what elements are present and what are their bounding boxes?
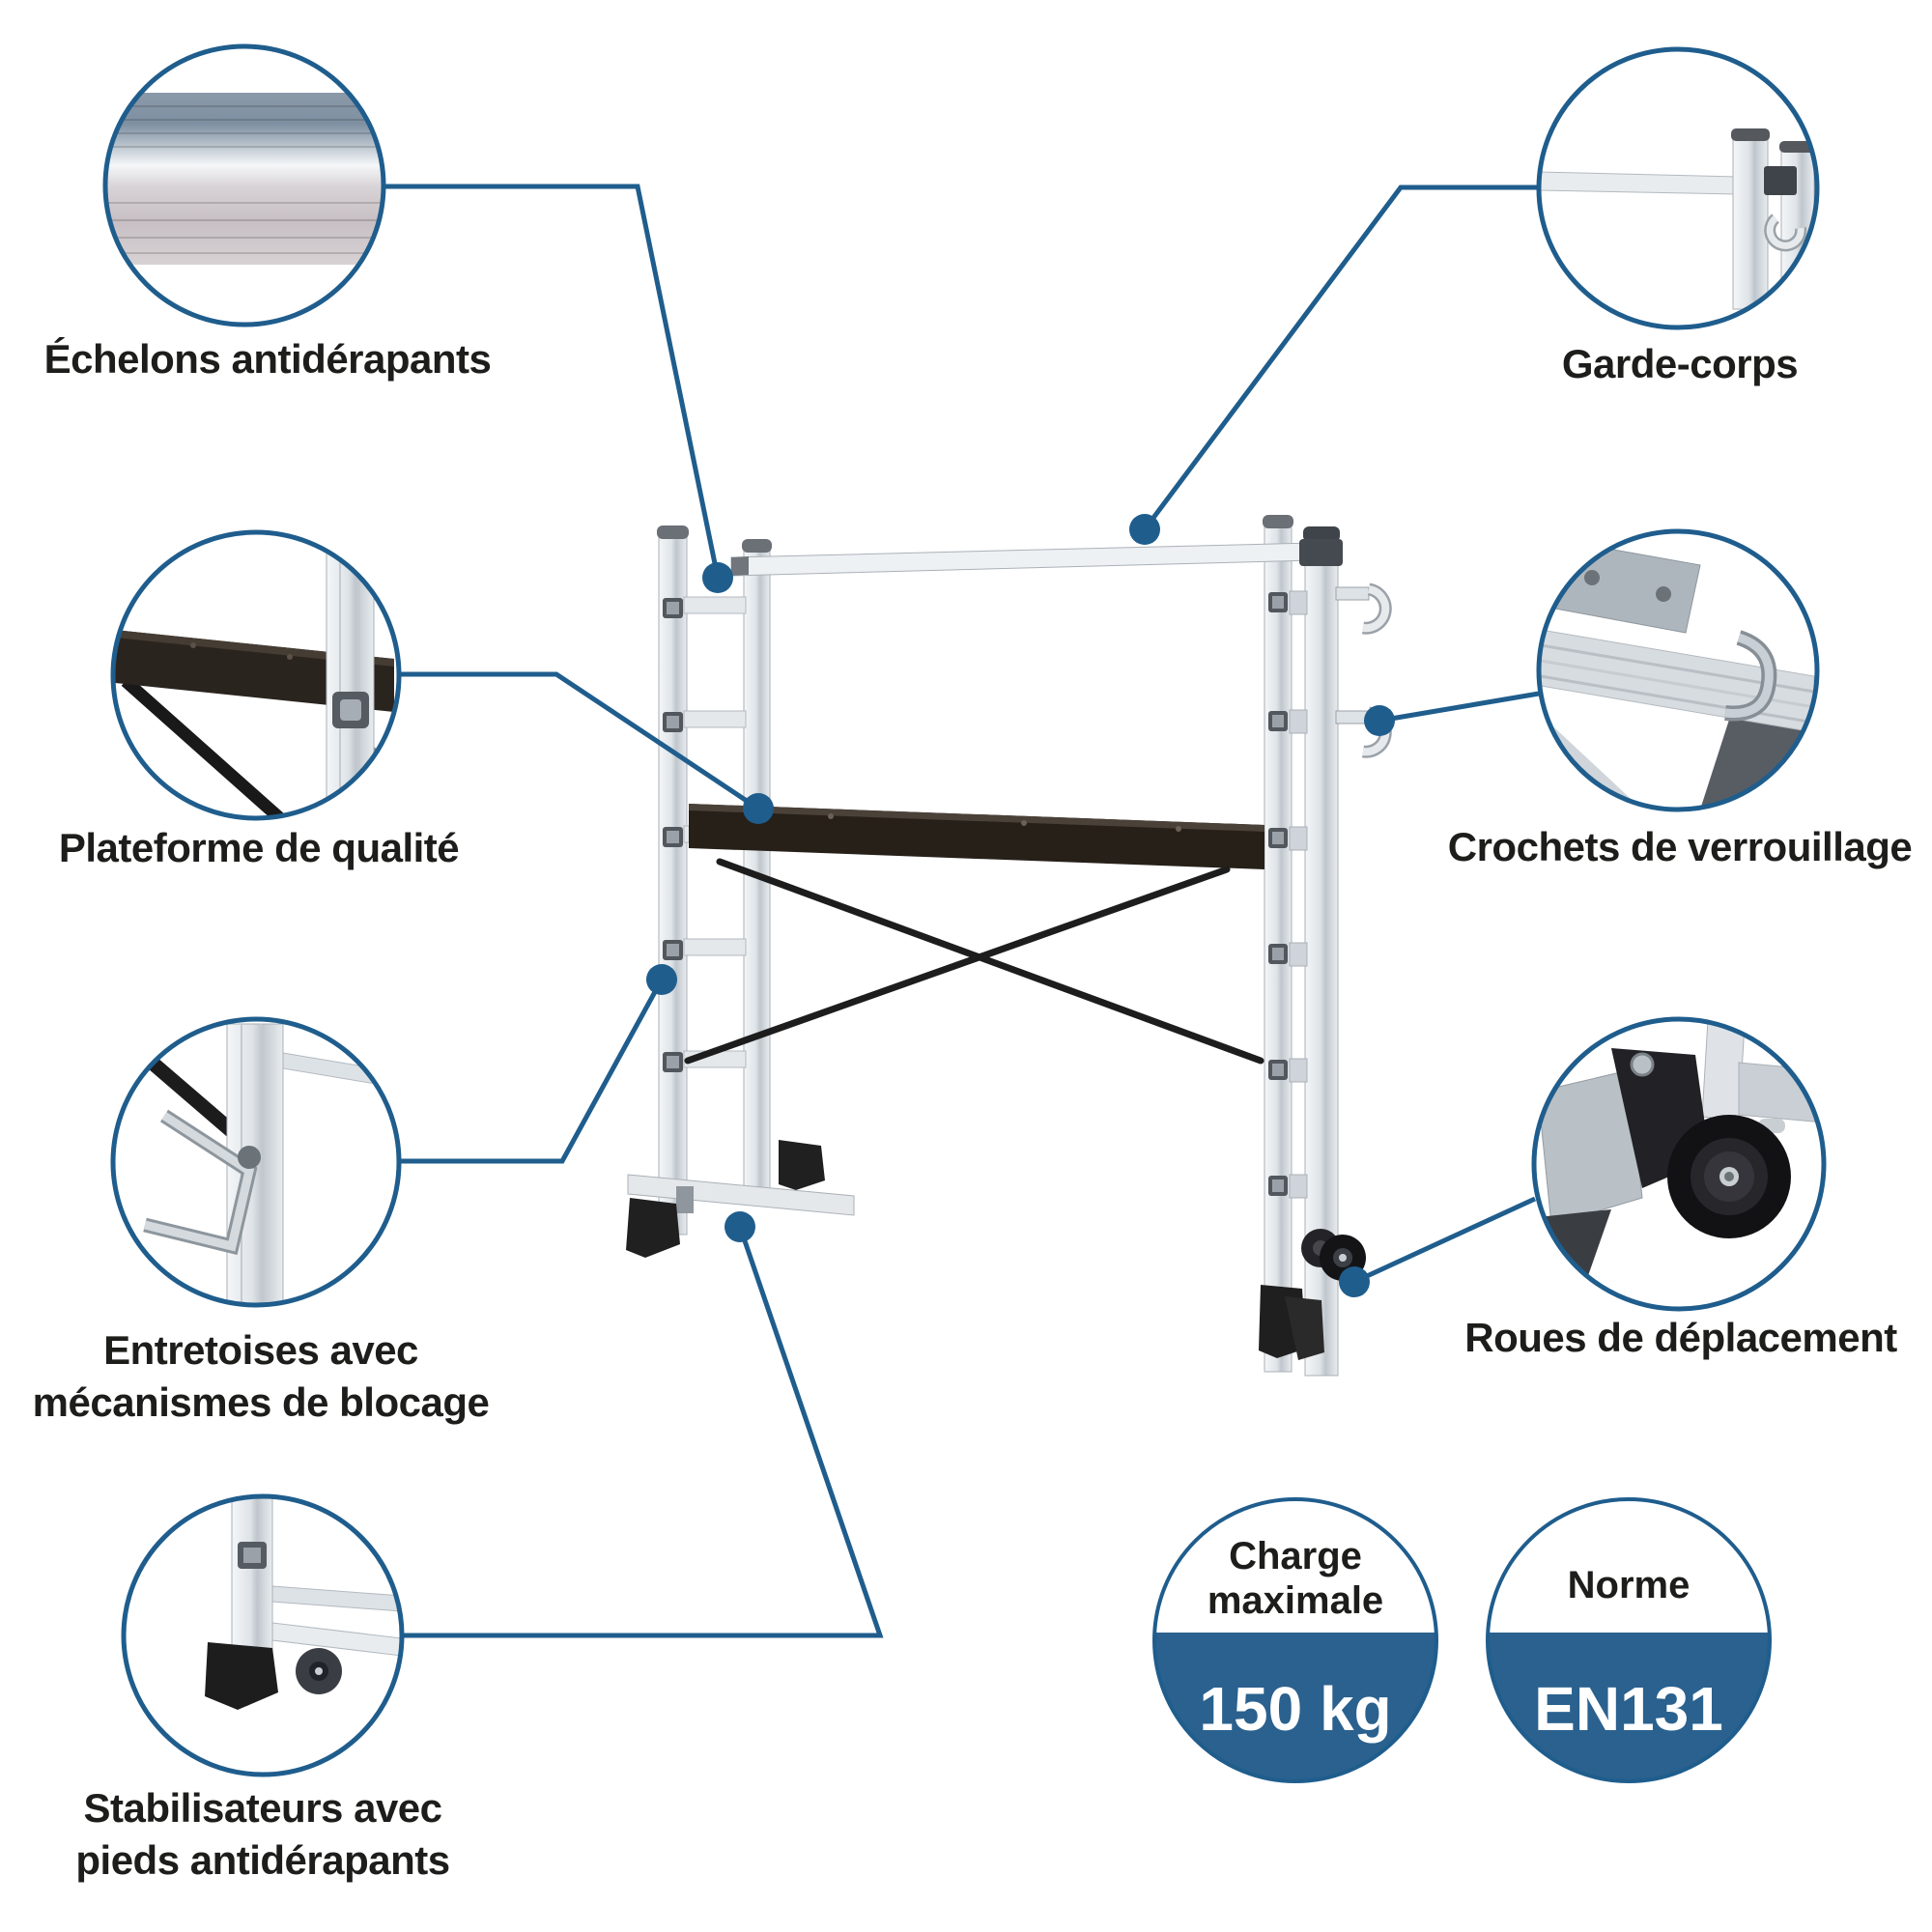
badge-max-load-title-line2: maximale: [1207, 1579, 1384, 1622]
guardrail-macro-icon: [1539, 49, 1817, 327]
right-ladder: [1259, 515, 1392, 1377]
connector-garde-corps: [1142, 185, 1539, 531]
left-ladder: [626, 526, 855, 1258]
callout-circle-crochets: [1536, 528, 1820, 812]
callout-label-stabilisateurs: Stabilisateurs avec pieds antidérapants: [75, 1782, 450, 1887]
scaffold-product-image: [626, 515, 1392, 1377]
connector-plateforme: [399, 671, 760, 811]
badge-max-load-value: 150 kg: [1199, 1674, 1392, 1744]
stabilizer-foot-macro-icon: [124, 1496, 402, 1775]
platform-macro-icon: [113, 532, 399, 818]
callout-label-entretoises-line2: mécanismes de blocage: [32, 1379, 490, 1425]
callout-circle-echelons: [102, 43, 386, 327]
anchor-dot-roues: [1339, 1266, 1370, 1297]
anchor-dot-echelons: [702, 562, 733, 593]
right-ladder-front-cap: [1263, 515, 1293, 528]
connector-crochets: [1378, 691, 1540, 724]
right-ladder-back-cap: [1303, 526, 1340, 542]
badge-max-load-title: Charge maximale: [1156, 1534, 1435, 1623]
connector-echelons: [384, 184, 721, 579]
badge-standard-value: EN131: [1534, 1674, 1723, 1744]
callout-circle-plateforme: [110, 529, 402, 821]
callout-label-crochets: Crochets de verrouillage: [1447, 824, 1913, 869]
right-ladder-clamps: [1268, 590, 1308, 1199]
callout-circle-roues: [1531, 1016, 1827, 1312]
badge-standard: Norme EN131: [1486, 1497, 1772, 1783]
right-back-foot: [1285, 1296, 1324, 1360]
platform: [689, 804, 1264, 869]
callout-label-entretoises-line1: Entretoises avec: [103, 1327, 418, 1373]
callout-circle-entretoises: [110, 1016, 402, 1308]
guardrail: [730, 539, 1343, 577]
spreader-lock-macro-icon: [113, 1019, 399, 1305]
connector-entretoises: [399, 978, 665, 1164]
stabilizer-bracket: [676, 1186, 694, 1213]
connector-stabilisateurs: [402, 1226, 884, 1638]
badge-standard-title: Norme: [1567, 1564, 1690, 1606]
guardrail-clamp: [1299, 539, 1343, 566]
left-back-foot: [779, 1140, 825, 1190]
stabilizer-bar: [627, 1174, 855, 1216]
left-ladder-back-cap: [742, 539, 772, 553]
left-ladder-front-cap: [657, 526, 689, 539]
callout-label-stabilisateurs-line1: Stabilisateurs avec: [83, 1785, 442, 1831]
callout-connectors: [384, 184, 1540, 1638]
callout-label-plateforme: Plateforme de qualité: [58, 825, 460, 870]
anchor-dot-garde-corps: [1129, 514, 1160, 545]
callout-label-roues: Roues de déplacement: [1464, 1315, 1897, 1360]
cross-braces: [684, 858, 1264, 1065]
callout-label-stabilisateurs-line2: pieds antidérapants: [75, 1837, 450, 1883]
callout-circle-stabilisateurs: [121, 1493, 405, 1777]
callout-label-entretoises: Entretoises avec mécanismes de blocage: [33, 1324, 490, 1429]
rung-macro-icon: [105, 46, 384, 325]
badge-max-load-title-line1: Charge: [1229, 1535, 1362, 1577]
front-wheel-axle: [1339, 1254, 1347, 1262]
anchor-dot-entretoises: [646, 964, 677, 995]
badge-max-load: Charge maximale 150 kg: [1152, 1497, 1438, 1783]
guardrail-end-cap: [731, 556, 749, 576]
left-ladder-front-stile: [658, 531, 688, 1236]
callout-label-garde-corps: Garde-corps: [1561, 341, 1799, 386]
callout-circle-garde-corps: [1536, 46, 1820, 330]
anchor-dot-crochets: [1364, 705, 1395, 736]
left-front-foot: [626, 1198, 680, 1258]
anchor-dot-stabilisateurs: [724, 1211, 755, 1242]
anchor-dot-plateforme: [743, 793, 774, 824]
connector-roues: [1352, 1196, 1537, 1285]
callout-label-echelons: Échelons antidérapants: [43, 336, 492, 382]
